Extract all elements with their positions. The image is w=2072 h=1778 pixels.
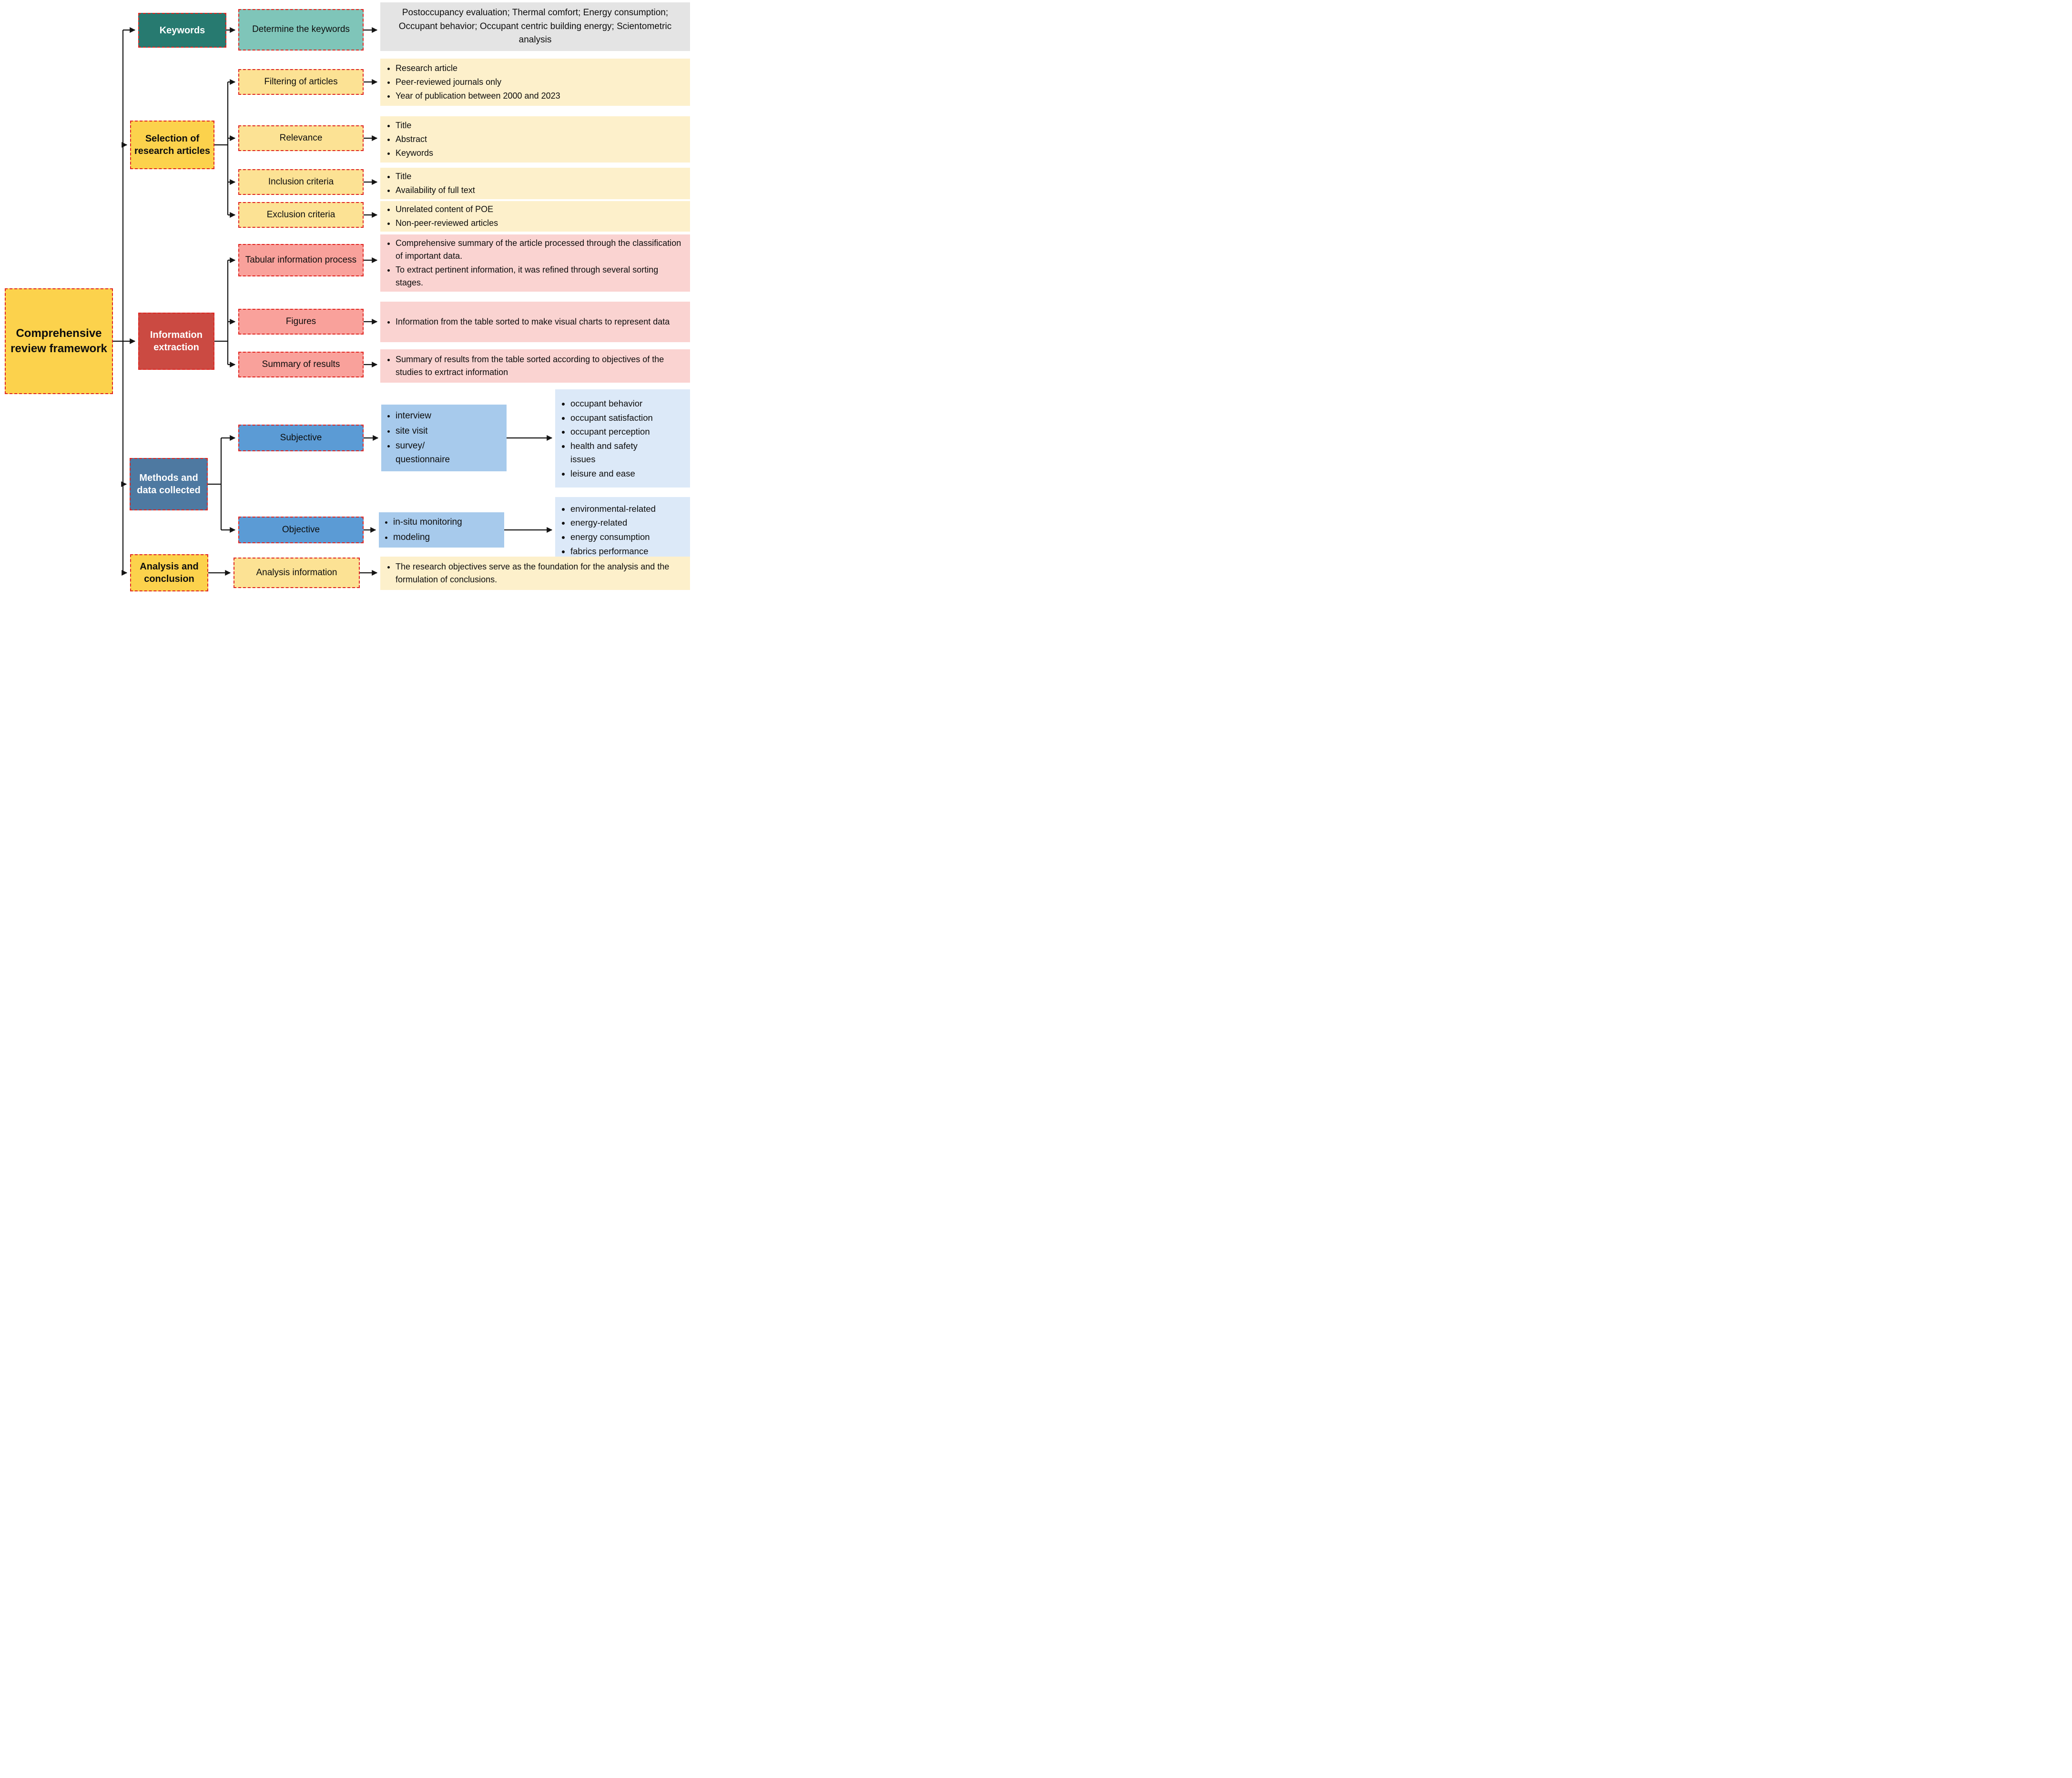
node-relevance: Relevance — [238, 125, 364, 151]
panel-exclusion: Unrelated content of POE Non-peer-review… — [380, 201, 690, 232]
node-exclusion: Exclusion criteria — [238, 202, 364, 228]
node-figures: Figures — [238, 309, 364, 335]
node-analysis-information: Analysis information — [234, 558, 360, 588]
panel-summary-list: Summary of results from the table sorted… — [380, 352, 690, 380]
panel-figures-list: Information from the table sorted to mak… — [380, 315, 672, 329]
node-methods: Methods and data collected — [130, 458, 208, 510]
list-item: Comprehensive summary of the article pro… — [396, 237, 687, 263]
panel-objective-topics: environmental-related energy-related ene… — [555, 497, 690, 563]
panel-exclusion-list: Unrelated content of POE Non-peer-review… — [380, 202, 501, 231]
panel-filtering-list: Research article Peer-reviewed journals … — [380, 61, 563, 103]
list-item: Title — [396, 119, 433, 132]
node-objective: Objective — [238, 517, 364, 543]
list-item: The research objectives serve as the fou… — [396, 560, 687, 586]
node-information-extraction: Information extraction — [138, 313, 214, 370]
list-item: Keywords — [396, 147, 433, 160]
panel-relevance: Title Abstract Keywords — [380, 116, 690, 163]
node-selection: Selection of research articles — [130, 121, 214, 169]
panel-objective-data: in-situ monitoring modeling — [379, 512, 504, 548]
list-item: in-situ monitoring — [393, 516, 462, 529]
list-item: Research article — [396, 62, 560, 75]
panel-subjective-topics: occupant behavior occupant satisfaction … — [555, 389, 690, 488]
node-keywords: Keywords — [138, 13, 226, 48]
node-determine-keywords-label: Determine the keywords — [252, 24, 350, 35]
node-information-label: Information extraction — [150, 330, 203, 353]
list-item: Summary of results from the table sorted… — [396, 353, 687, 379]
panel-figures: Information from the table sorted to mak… — [380, 302, 690, 342]
panel-inclusion: Title Availability of full text — [380, 168, 690, 199]
node-determine-keywords: Determine the keywords — [238, 9, 364, 51]
node-figures-label: Figures — [285, 316, 316, 326]
list-item: energy consumption — [570, 530, 656, 544]
node-keywords-label: Keywords — [159, 25, 205, 36]
panel-summary: Summary of results from the table sorted… — [380, 349, 690, 383]
node-subjective: Subjective — [238, 425, 364, 451]
list-item: interview — [396, 409, 450, 423]
panel-analysis: The research objectives serve as the fou… — [380, 557, 690, 590]
list-item: Abstract — [396, 133, 433, 146]
node-objective-label: Objective — [282, 524, 320, 535]
panel-keywords-list: Postoccupancy evaluation; Thermal comfor… — [380, 2, 690, 51]
panel-relevance-list: Title Abstract Keywords — [380, 118, 436, 161]
review-framework-flowchart: Comprehensive review framework Keywords … — [0, 0, 691, 596]
list-item: occupant behavior — [570, 397, 653, 410]
list-item: Information from the table sorted to mak… — [396, 315, 670, 328]
node-tabular-label: Tabular information process — [245, 254, 357, 265]
panel-keywords-text: Postoccupancy evaluation; Thermal comfor… — [398, 8, 672, 45]
list-item: modeling — [393, 531, 462, 545]
panel-tabular-list: Comprehensive summary of the article pro… — [380, 236, 690, 290]
node-summary-results: Summary of results — [238, 352, 364, 377]
list-item: environmental-related — [570, 502, 656, 516]
connector-layer — [113, 27, 553, 576]
subjective-data-list: interview site visit survey/ questionnai… — [381, 408, 453, 468]
node-subjective-label: Subjective — [280, 432, 322, 443]
node-filtering: Filtering of articles — [238, 69, 364, 95]
list-item: Peer-reviewed journals only — [396, 76, 560, 89]
list-item: occupant perception — [570, 425, 653, 438]
node-filtering-label: Filtering of articles — [264, 76, 338, 87]
node-methods-label: Methods and data collected — [137, 473, 201, 496]
subjective-topics-list: occupant behavior occupant satisfaction … — [555, 396, 656, 481]
node-tabular-process: Tabular information process — [238, 244, 364, 276]
node-analysis: Analysis and conclusion — [130, 554, 208, 591]
panel-filtering: Research article Peer-reviewed journals … — [380, 59, 690, 106]
list-item: site visit — [396, 425, 450, 438]
list-item: Availability of full text — [396, 184, 475, 197]
panel-analysis-list: The research objectives serve as the fou… — [380, 559, 690, 587]
list-item: To extract pertinent information, it was… — [396, 264, 687, 289]
node-analysis-information-label: Analysis information — [256, 567, 337, 578]
node-inclusion-label: Inclusion criteria — [268, 176, 334, 187]
list-item: energy-related — [570, 516, 656, 529]
node-inclusion: Inclusion criteria — [238, 169, 364, 195]
list-item: fabrics performance — [570, 545, 656, 558]
list-item: occupant satisfaction — [570, 411, 653, 425]
root-node: Comprehensive review framework — [5, 288, 113, 394]
node-exclusion-label: Exclusion criteria — [266, 209, 335, 220]
node-selection-label: Selection of research articles — [134, 133, 210, 156]
objective-data-list: in-situ monitoring modeling — [379, 514, 465, 546]
list-item: Non-peer-reviewed articles — [396, 217, 498, 230]
node-relevance-label: Relevance — [279, 132, 323, 143]
list-item: Title — [396, 170, 475, 183]
root-label: Comprehensive review framework — [10, 326, 107, 355]
node-analysis-label: Analysis and conclusion — [140, 561, 199, 584]
objective-topics-list: environmental-related energy-related ene… — [555, 501, 659, 559]
list-item: health and safety issues — [570, 439, 653, 466]
panel-subjective-data: interview site visit survey/ questionnai… — [381, 405, 507, 471]
panel-inclusion-list: Title Availability of full text — [380, 169, 478, 198]
list-item: Year of publication between 2000 and 202… — [396, 90, 560, 102]
list-item: leisure and ease — [570, 467, 653, 480]
list-item: survey/ questionnaire — [396, 439, 450, 467]
panel-tabular: Comprehensive summary of the article pro… — [380, 234, 690, 292]
node-summary-label: Summary of results — [262, 359, 340, 369]
list-item: Unrelated content of POE — [396, 203, 498, 216]
